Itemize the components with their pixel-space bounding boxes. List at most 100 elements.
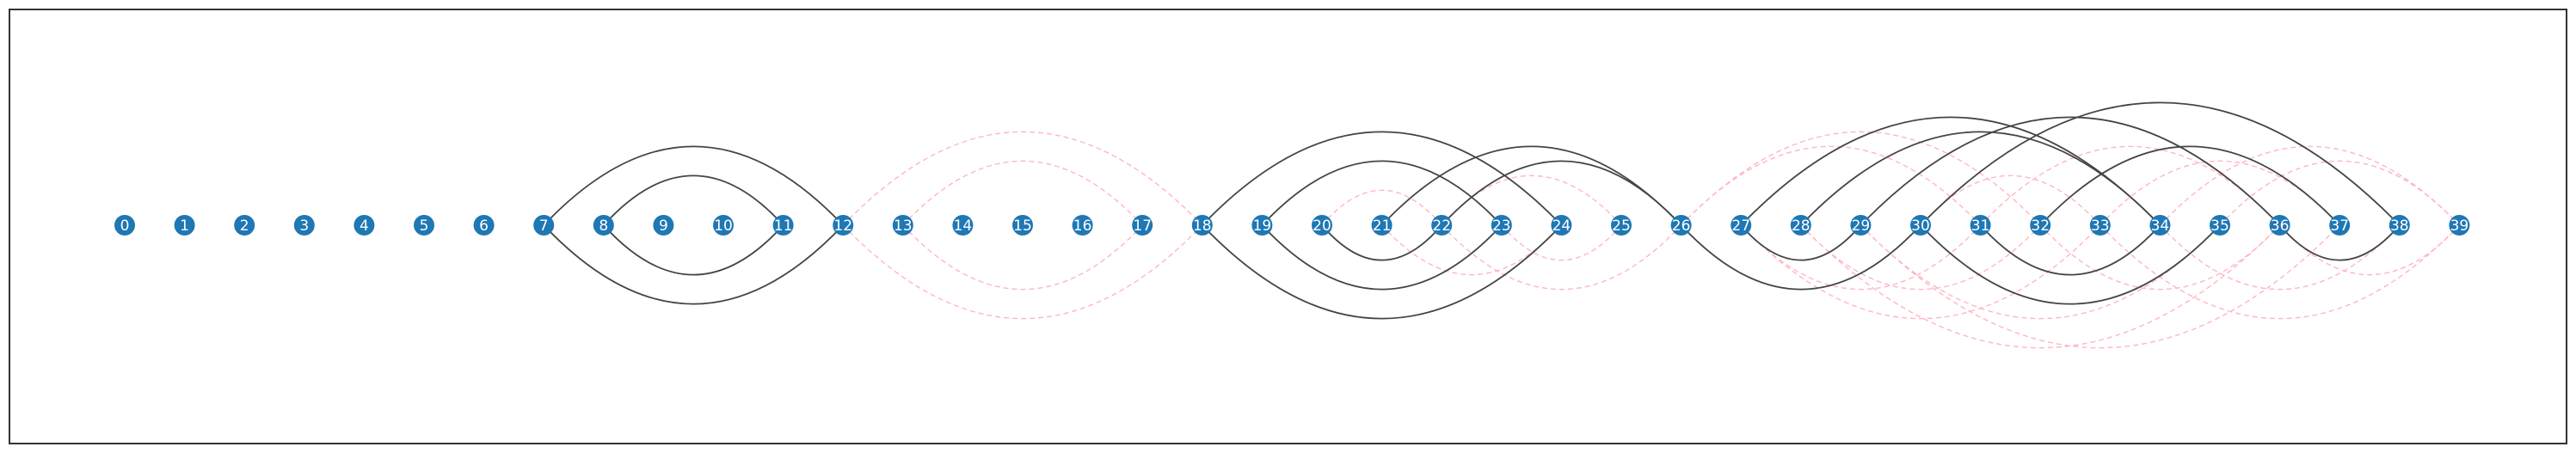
dashed-edge-36-39-below bbox=[2279, 224, 2460, 276]
node-label: 28 bbox=[1792, 217, 1811, 235]
node-14: 14 bbox=[952, 215, 974, 236]
node-circle bbox=[473, 215, 495, 236]
node-circle bbox=[2449, 215, 2470, 236]
node-label: 23 bbox=[1492, 217, 1511, 235]
node-label: 39 bbox=[2450, 217, 2469, 235]
node-7: 7 bbox=[533, 215, 555, 236]
node-3: 3 bbox=[293, 215, 315, 236]
node-label: 29 bbox=[1852, 217, 1871, 235]
node-label: 35 bbox=[2210, 217, 2229, 235]
dashed-edge-21-24-below bbox=[1381, 224, 1562, 276]
node-39: 39 bbox=[2449, 215, 2470, 236]
dashed-edge-29-35-below bbox=[1860, 224, 2221, 320]
node-label: 7 bbox=[539, 217, 549, 235]
node-32: 32 bbox=[2030, 215, 2051, 236]
node-17: 17 bbox=[1132, 215, 1153, 236]
node-circle bbox=[234, 215, 255, 236]
node-26: 26 bbox=[1670, 215, 1692, 236]
node-23: 23 bbox=[1491, 215, 1512, 236]
node-circle bbox=[1611, 215, 1632, 236]
node-12: 12 bbox=[833, 215, 854, 236]
node-label: 9 bbox=[659, 217, 668, 235]
solid-edge-18-24-below bbox=[1202, 224, 1563, 320]
node-label: 5 bbox=[420, 217, 429, 235]
solid-edge-7-12-below bbox=[543, 224, 844, 305]
node-circle bbox=[293, 215, 315, 236]
node-circle bbox=[1431, 215, 1453, 236]
node-label: 4 bbox=[360, 217, 369, 235]
node-label: 17 bbox=[1133, 217, 1152, 235]
solid-edge-7-12-above bbox=[543, 145, 844, 226]
node-33: 33 bbox=[2089, 215, 2111, 236]
node-label: 14 bbox=[954, 217, 973, 235]
node-label: 18 bbox=[1193, 217, 1212, 235]
solid-edge-29-36-above bbox=[1860, 116, 2281, 226]
node-label: 2 bbox=[240, 217, 249, 235]
solid-edge-22-26-above bbox=[1441, 160, 1682, 226]
solid-edge-19-23-below bbox=[1261, 224, 1503, 291]
dashed-edge-34-38-below bbox=[2159, 224, 2401, 291]
solid-edge-36-38-below bbox=[2278, 224, 2401, 261]
dashed-edge-28-36-below bbox=[1800, 224, 2281, 349]
node-circle bbox=[713, 215, 734, 236]
node-circle bbox=[2149, 215, 2171, 236]
node-38: 38 bbox=[2388, 215, 2410, 236]
solid-edge-19-23-above bbox=[1261, 160, 1503, 226]
node-27: 27 bbox=[1731, 215, 1752, 236]
node-circle bbox=[772, 215, 794, 236]
node-29: 29 bbox=[1850, 215, 1872, 236]
solid-edge-26-30-below bbox=[1680, 224, 1921, 291]
node-circle bbox=[1910, 215, 1931, 236]
node-label: 13 bbox=[894, 217, 913, 235]
node-label: 1 bbox=[180, 217, 189, 235]
node-label: 37 bbox=[2330, 217, 2349, 235]
node-label: 30 bbox=[1911, 217, 1930, 235]
node-circle bbox=[2269, 215, 2290, 236]
node-circle bbox=[2388, 215, 2410, 236]
node-21: 21 bbox=[1371, 215, 1393, 236]
node-label: 0 bbox=[120, 217, 130, 235]
solid-edges-layer bbox=[543, 101, 2401, 320]
node-circle bbox=[1731, 215, 1752, 236]
node-label: 6 bbox=[479, 217, 489, 235]
node-0: 0 bbox=[114, 215, 135, 236]
node-circle bbox=[1491, 215, 1512, 236]
diagram-frame bbox=[9, 9, 2567, 444]
node-8: 8 bbox=[593, 215, 614, 236]
solid-edge-20-22-below bbox=[1321, 224, 1442, 261]
node-circle bbox=[1072, 215, 1093, 236]
solid-edge-8-11-above bbox=[603, 174, 784, 226]
node-34: 34 bbox=[2149, 215, 2171, 236]
dashed-edge-26-31-above bbox=[1681, 145, 1982, 226]
solid-edge-31-34-below bbox=[1979, 224, 2161, 276]
dashed-edge-20-22-above bbox=[1321, 189, 1442, 226]
node-1: 1 bbox=[174, 215, 195, 236]
node-label: 27 bbox=[1731, 217, 1750, 235]
dashed-edge-22-25-above bbox=[1441, 174, 1622, 226]
solid-edge-30-35-below bbox=[1920, 224, 2221, 305]
node-circle bbox=[1970, 215, 1991, 236]
dashed-edge-35-39-above bbox=[2219, 160, 2460, 226]
node-15: 15 bbox=[1012, 215, 1033, 236]
node-circle bbox=[1790, 215, 1811, 236]
dashed-edge-12-18-below bbox=[842, 224, 1203, 320]
node-31: 31 bbox=[1970, 215, 1991, 236]
node-circle bbox=[354, 215, 375, 236]
dashed-edge-34-39-above bbox=[2159, 145, 2460, 226]
node-circle bbox=[1191, 215, 1213, 236]
solid-edge-8-11-below bbox=[603, 224, 784, 276]
node-label: 31 bbox=[1971, 217, 1990, 235]
node-circle bbox=[892, 215, 913, 236]
node-25: 25 bbox=[1611, 215, 1632, 236]
node-36: 36 bbox=[2269, 215, 2290, 236]
node-circle bbox=[414, 215, 434, 236]
node-22: 22 bbox=[1431, 215, 1453, 236]
dashed-edge-28-32-below bbox=[1800, 224, 2041, 291]
node-circle bbox=[2210, 215, 2230, 236]
node-18: 18 bbox=[1191, 215, 1213, 236]
node-circle bbox=[2030, 215, 2051, 236]
node-label: 22 bbox=[1432, 217, 1451, 235]
dashed-edge-23-25-below bbox=[1501, 224, 1622, 261]
node-label: 33 bbox=[2091, 217, 2110, 235]
